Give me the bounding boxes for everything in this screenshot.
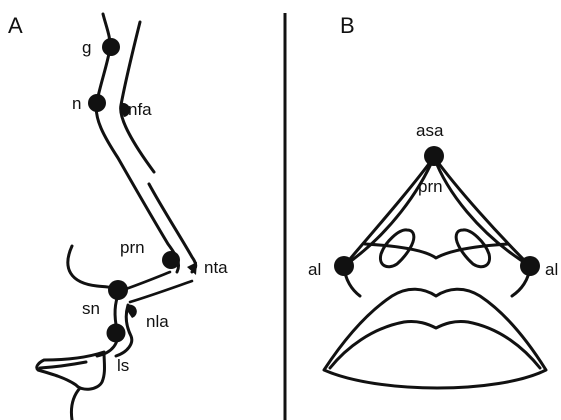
nose-base-curve	[363, 242, 510, 260]
landmark-g-dot	[102, 38, 120, 56]
label-n: n	[72, 94, 81, 113]
label-al-left: al	[308, 260, 321, 279]
label-ls: ls	[117, 356, 129, 375]
nose-outline-upper	[119, 20, 156, 174]
label-asa: asa	[416, 121, 444, 140]
label-nla: nla	[146, 312, 169, 331]
landmark-asa-dot	[424, 146, 444, 166]
nla-line	[114, 303, 134, 358]
columella-line-2	[128, 279, 194, 304]
panel-a: A g n nfa prn nta sn nla	[8, 12, 228, 420]
landmark-nfa-dot	[121, 102, 131, 117]
landmark-nta-dot	[187, 262, 197, 275]
chin-outline	[69, 386, 82, 420]
landmark-prn-dot	[162, 251, 180, 269]
landmark-nla-dot	[128, 304, 137, 318]
landmark-ls-dot	[106, 323, 126, 343]
nose-left-inner	[342, 155, 436, 268]
nose-right-inner	[432, 155, 532, 268]
landmark-al-right-dot	[520, 256, 540, 276]
panel-b-letter: B	[340, 13, 355, 38]
label-nfa: nfa	[128, 100, 152, 119]
landmark-sn-dot	[108, 280, 128, 300]
label-prn: prn	[120, 238, 145, 257]
label-sn: sn	[82, 299, 100, 318]
label-al-right: al	[545, 260, 558, 279]
mouth-inner	[328, 320, 542, 370]
label-nta: nta	[204, 258, 228, 277]
nostril-right	[454, 228, 492, 269]
label-g: g	[82, 38, 91, 57]
mouth-outer	[322, 287, 548, 390]
nose-left-outer	[342, 155, 436, 268]
lip-inner-line	[38, 360, 88, 370]
panel-b: B asa prn al al	[308, 13, 558, 390]
nostril-left	[378, 228, 416, 269]
lip-outline	[35, 350, 106, 391]
nose-right-outer	[432, 155, 532, 268]
panel-a-letter: A	[8, 13, 23, 38]
label-prn-b: prn	[418, 177, 443, 196]
landmark-n-dot	[88, 94, 106, 112]
landmark-al-left-dot	[334, 256, 354, 276]
